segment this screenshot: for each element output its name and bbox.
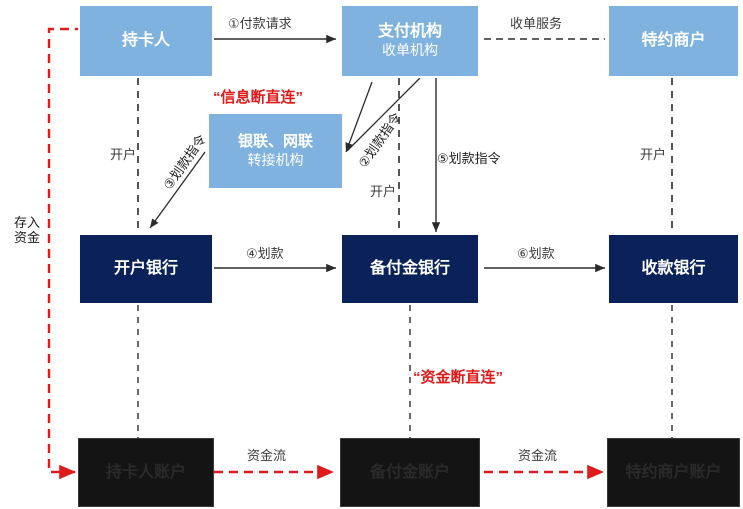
deposit-funds-line-2: 资金 (14, 229, 41, 245)
node-account-bank[interactable]: 开户银行 (78, 233, 214, 305)
edge-label-transfer-4: ④划款 (246, 246, 284, 261)
edge-label-payment-request: ①付款请求 (228, 16, 292, 31)
edge-label-transfer-order-3: ③划款指令 (160, 131, 210, 193)
node-cardholder[interactable]: 持卡人 (78, 4, 214, 78)
node-reserve-account[interactable]: 备付金账户 (340, 438, 480, 507)
node-cardholder-account[interactable]: 持卡人账户 (78, 438, 214, 507)
node-switch-org[interactable]: 银联、网联 转接机构 (207, 112, 344, 190)
edge-label-acquiring-service: 收单服务 (510, 16, 563, 31)
edge-label-fund-flow-left: 资金流 (247, 448, 287, 463)
deposit-funds-line-1: 存入 (14, 215, 41, 230)
edge-label-open-account-right: 开户 (640, 147, 667, 162)
node-switch-org-label: 银联、网联 (237, 132, 313, 150)
annotation-info-disconnect: “信息断直连” (213, 89, 304, 106)
node-merchant-label: 特约商户 (641, 32, 706, 49)
node-cardholder-label: 持卡人 (121, 32, 170, 49)
node-payment-org-label: 支付机构 (377, 23, 442, 41)
edge-label-fund-flow-right: 资金流 (518, 448, 558, 463)
node-receiving-bank-label: 收款银行 (641, 260, 706, 277)
node-cardholder-account-label: 持卡人账户 (105, 463, 186, 481)
edge-label-transfer-6: ⑥划款 (517, 246, 555, 261)
edge-label-open-account-left: 开户 (110, 147, 137, 162)
annotation-fund-disconnect: “资金断直连” (413, 369, 504, 386)
node-reserve-bank[interactable]: 备付金银行 (340, 233, 480, 305)
edge-label-deposit-funds: 存入 资金 (14, 215, 41, 246)
node-payment-org[interactable]: 支付机构 收单机构 (340, 4, 480, 78)
node-reserve-account-label: 备付金账户 (369, 463, 450, 481)
node-receiving-bank[interactable]: 收款银行 (607, 233, 740, 305)
node-switch-org-sublabel: 转接机构 (247, 151, 304, 168)
edge-label-transfer-order-2: ②划款指令 (355, 109, 405, 171)
edge-label-transfer-order-5: ⑤划款指令 (437, 151, 501, 166)
node-account-bank-label: 开户银行 (113, 260, 178, 277)
node-merchant-account[interactable]: 特约商户账户 (607, 438, 740, 507)
node-reserve-bank-label: 备付金银行 (369, 260, 450, 277)
node-merchant[interactable]: 特约商户 (607, 4, 740, 78)
node-payment-org-sublabel: 收单机构 (382, 42, 438, 59)
node-merchant-account-label: 特约商户账户 (625, 463, 722, 481)
edge-label-open-account-mid: 开户 (370, 184, 397, 199)
